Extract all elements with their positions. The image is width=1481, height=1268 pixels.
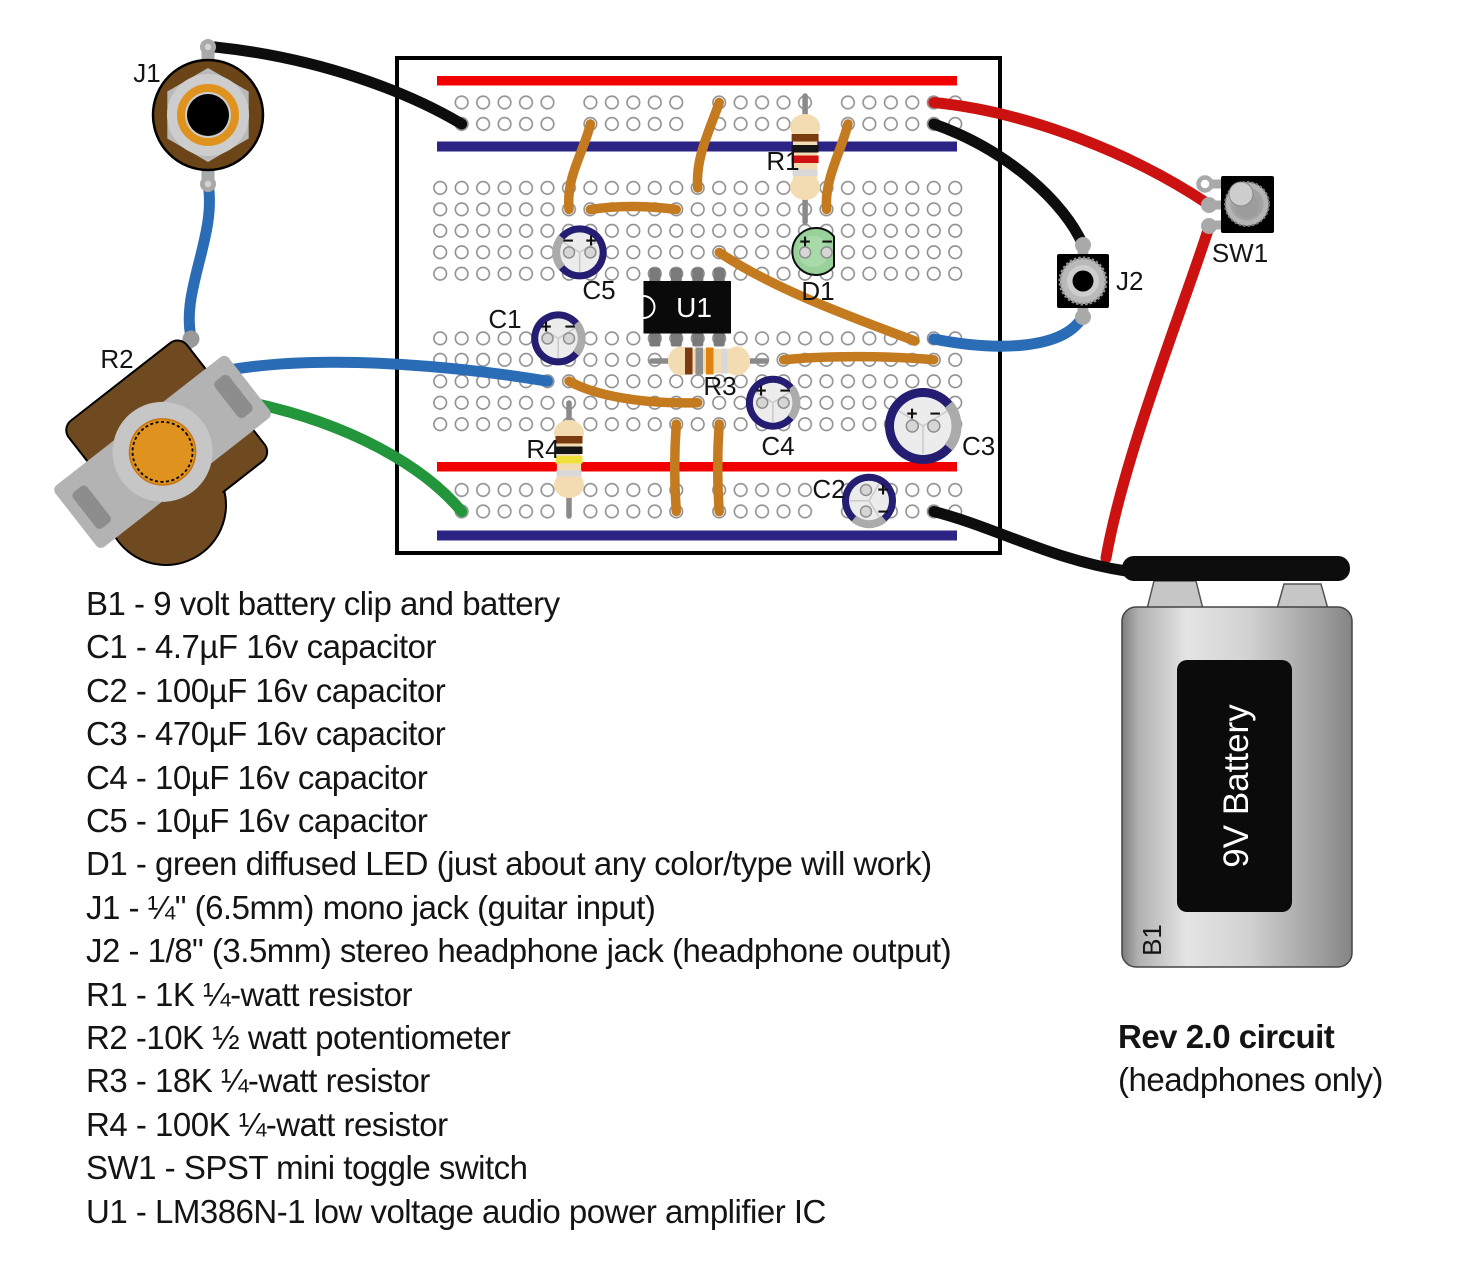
parts-list-item: R2 -10K ½ watt potentiometer xyxy=(86,1019,511,1057)
wire-switch-to-battery-red xyxy=(1100,221,1215,564)
jumper-wire xyxy=(714,247,920,346)
wire-board-to-j2-black xyxy=(928,118,1089,251)
c1-minus-sign: − xyxy=(564,317,575,338)
resistor-r1 xyxy=(790,93,821,225)
parts-list-item: SW1 - SPST mini toggle switch xyxy=(86,1149,528,1187)
parts-list-item: J1 - ¼" (6.5mm) mono jack (guitar input) xyxy=(86,888,656,926)
capacitor-c2: + − xyxy=(842,473,896,529)
d1-label: D1 xyxy=(801,276,834,306)
c2-plus-sign: + xyxy=(877,480,888,501)
jumper-wire xyxy=(564,376,703,408)
power-rail-bottom-positive xyxy=(437,462,957,472)
battery-label-panel xyxy=(1177,660,1292,912)
c4-label: C4 xyxy=(761,431,794,461)
d1-plus-sign: + xyxy=(799,232,810,253)
battery-terminal xyxy=(1146,580,1204,610)
u1-label: U1 xyxy=(676,292,712,323)
jack-j1 xyxy=(151,39,265,192)
parts-list-item: J2 - 1/8" (3.5mm) stereo headphone jack … xyxy=(86,932,952,970)
wire-pot-to-board-blue xyxy=(218,356,553,387)
power-rail-top-negative xyxy=(437,141,957,152)
jumper-wire xyxy=(821,119,853,215)
parts-list-item: U1 - LM386N-1 low voltage audio power am… xyxy=(86,1192,826,1230)
battery-designator: B1 xyxy=(1137,924,1167,956)
caption: Rev 2.0 circuit (headphones only) xyxy=(1118,1015,1383,1101)
wire-board-to-j2-blue xyxy=(928,310,1089,352)
c3-plus-sign: + xyxy=(906,404,917,425)
jack-j2 xyxy=(1057,237,1109,325)
sw1-label: SW1 xyxy=(1212,238,1268,268)
c1-plus-sign: + xyxy=(540,317,551,338)
jumper-wire xyxy=(778,351,939,365)
c5-label: C5 xyxy=(582,275,615,305)
parts-list-item: C1 - 4.7µF 16v capacitor xyxy=(86,628,437,666)
capacitor-c3: + − xyxy=(885,388,962,464)
wire-board-to-battery-black xyxy=(928,506,1132,577)
capacitor-c1: + − xyxy=(531,311,586,366)
c4-minus-sign: − xyxy=(779,381,790,402)
d1-minus-sign: − xyxy=(821,232,832,253)
switch-sw1 xyxy=(1196,175,1274,234)
led-d1: + − xyxy=(791,227,835,276)
caption-subtitle: (headphones only) xyxy=(1118,1061,1383,1098)
parts-list-item: C2 - 100µF 16v capacitor xyxy=(86,671,446,709)
c5-minus-sign: − xyxy=(562,231,573,252)
power-rail-top-positive xyxy=(437,76,957,86)
c1-label: C1 xyxy=(488,304,521,334)
jumper-wire xyxy=(669,419,682,517)
wire-j1-to-pot-blue xyxy=(183,178,215,343)
parts-list-item: C4 - 10µF 16v capacitor xyxy=(86,758,428,796)
battery-clip xyxy=(1122,556,1350,581)
c4-plus-sign: + xyxy=(755,381,766,402)
hookup-wires xyxy=(183,41,1215,577)
resistor-r3 xyxy=(649,346,769,376)
jumper-wire xyxy=(692,97,724,193)
ic-u1: U1 xyxy=(643,268,731,347)
r2-label: R2 xyxy=(100,344,133,374)
parts-list-item: C5 - 10µF 16v capacitor xyxy=(86,802,428,840)
potentiometer-r2 xyxy=(54,330,271,566)
c2-label: C2 xyxy=(812,474,845,504)
capacitor-c4: + − xyxy=(745,375,801,430)
resistor-r4 xyxy=(554,400,584,519)
r3-label: R3 xyxy=(703,371,736,401)
battery-b1: 9V Battery B1 xyxy=(1121,556,1353,968)
j1-label: J1 xyxy=(133,58,160,88)
c3-label: C3 xyxy=(962,431,995,461)
battery-terminal xyxy=(1276,583,1329,610)
parts-list-item: D1 - green diffused LED (just about any … xyxy=(86,845,932,883)
wire-board-to-switch-red xyxy=(928,97,1214,210)
jumper-wire xyxy=(712,419,724,517)
wire-j1-to-board-black xyxy=(209,41,468,130)
jumper-wire xyxy=(585,201,682,215)
jumper-wires xyxy=(563,97,939,517)
r4-label: R4 xyxy=(526,434,559,464)
c2-minus-sign: − xyxy=(877,502,888,523)
parts-list: B1 - 9 volt battery clip and battery C1 … xyxy=(86,582,952,1233)
power-rail-bottom-negative xyxy=(437,530,957,541)
capacitor-c5: − + xyxy=(552,225,607,280)
jumper-wire xyxy=(563,119,596,215)
parts-list-item: R3 - 18K ¼-watt resistor xyxy=(86,1062,430,1100)
wire-pot-to-board-green xyxy=(247,397,468,517)
c5-plus-sign: + xyxy=(585,231,596,252)
j2-label: J2 xyxy=(1116,266,1143,296)
c3-minus-sign: − xyxy=(929,404,940,425)
r1-label: R1 xyxy=(766,146,799,176)
parts-list-item: C3 - 470µF 16v capacitor xyxy=(86,715,446,753)
parts-list-item: R4 - 100K ¼-watt resistor xyxy=(86,1105,448,1143)
parts-list-item: R1 - 1K ¼-watt resistor xyxy=(86,975,412,1013)
parts-list-item: B1 - 9 volt battery clip and battery xyxy=(86,585,560,622)
caption-title: Rev 2.0 circuit xyxy=(1118,1018,1335,1055)
battery-label: 9V Battery xyxy=(1217,704,1256,868)
component-labels: J1 R2 R1 C5 C1 D1 R3 C4 C3 C2 R4 J2 SW1 xyxy=(100,58,1268,504)
